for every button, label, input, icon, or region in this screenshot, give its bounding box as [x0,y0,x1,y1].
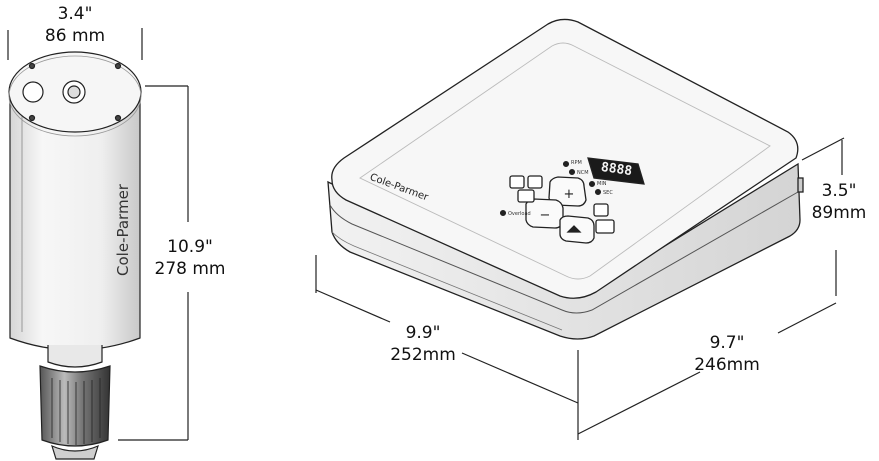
controller-depth-imperial: 9.7" [709,333,745,353]
motor-unit [7,28,189,460]
indicator-label: RPM [571,160,582,166]
motor-height-metric: 278 mm [154,259,226,279]
digital-display [587,157,645,185]
led-indicator [588,180,596,188]
plus-key-glyph: + [564,187,575,202]
motor-width-metric: 86 mm [44,26,106,46]
reverse-button[interactable] [595,219,615,234]
controller-width-imperial: 9.9" [405,323,441,343]
play-icon [566,225,582,233]
controller-height-label: 3.5" 89mm [803,180,875,224]
screw-icon [114,114,122,122]
indicator-label: NCM [577,170,589,176]
controller-depth-label: 9.7" 246mm [682,332,772,376]
settings-button[interactable] [593,203,609,217]
motor-height-label: 10.9" 278 mm [140,236,240,280]
mode-button[interactable] [509,175,525,189]
motor-chuck [39,365,111,447]
mode-button[interactable] [527,175,543,189]
led-indicator [568,168,576,176]
led-indicator [562,160,570,168]
minus-key-glyph: − [540,208,551,223]
screw-icon [28,114,36,122]
screw-icon [114,62,122,70]
controller-height-imperial: 3.5" [821,181,857,201]
led-indicator [594,188,602,196]
indicator-label: Overload [508,211,531,217]
timer-button[interactable] [517,189,535,203]
motor-width-imperial: 3.4" [57,4,93,24]
motor-height-imperial: 10.9" [167,237,213,257]
screw-icon [28,62,36,70]
controller-top-surface [331,18,799,299]
display-readout: 8888 [600,160,633,179]
motor-width-label: 3.4" 86 mm [30,3,120,47]
motor-top-port [22,81,44,103]
controller-width-label: 9.9" 252mm [378,322,468,366]
indicator-label: SEC [603,190,613,196]
led-indicator [499,209,507,217]
motor-brand-label: Cole-Parmer [114,183,132,276]
controller-height-metric: 89mm [811,203,867,223]
controller-depth-metric: 246mm [694,355,760,375]
controller-width-metric: 252mm [390,345,456,365]
indicator-label: MIN [597,181,607,187]
controller-unit [327,18,804,340]
controller-dimension-lines [315,137,845,440]
